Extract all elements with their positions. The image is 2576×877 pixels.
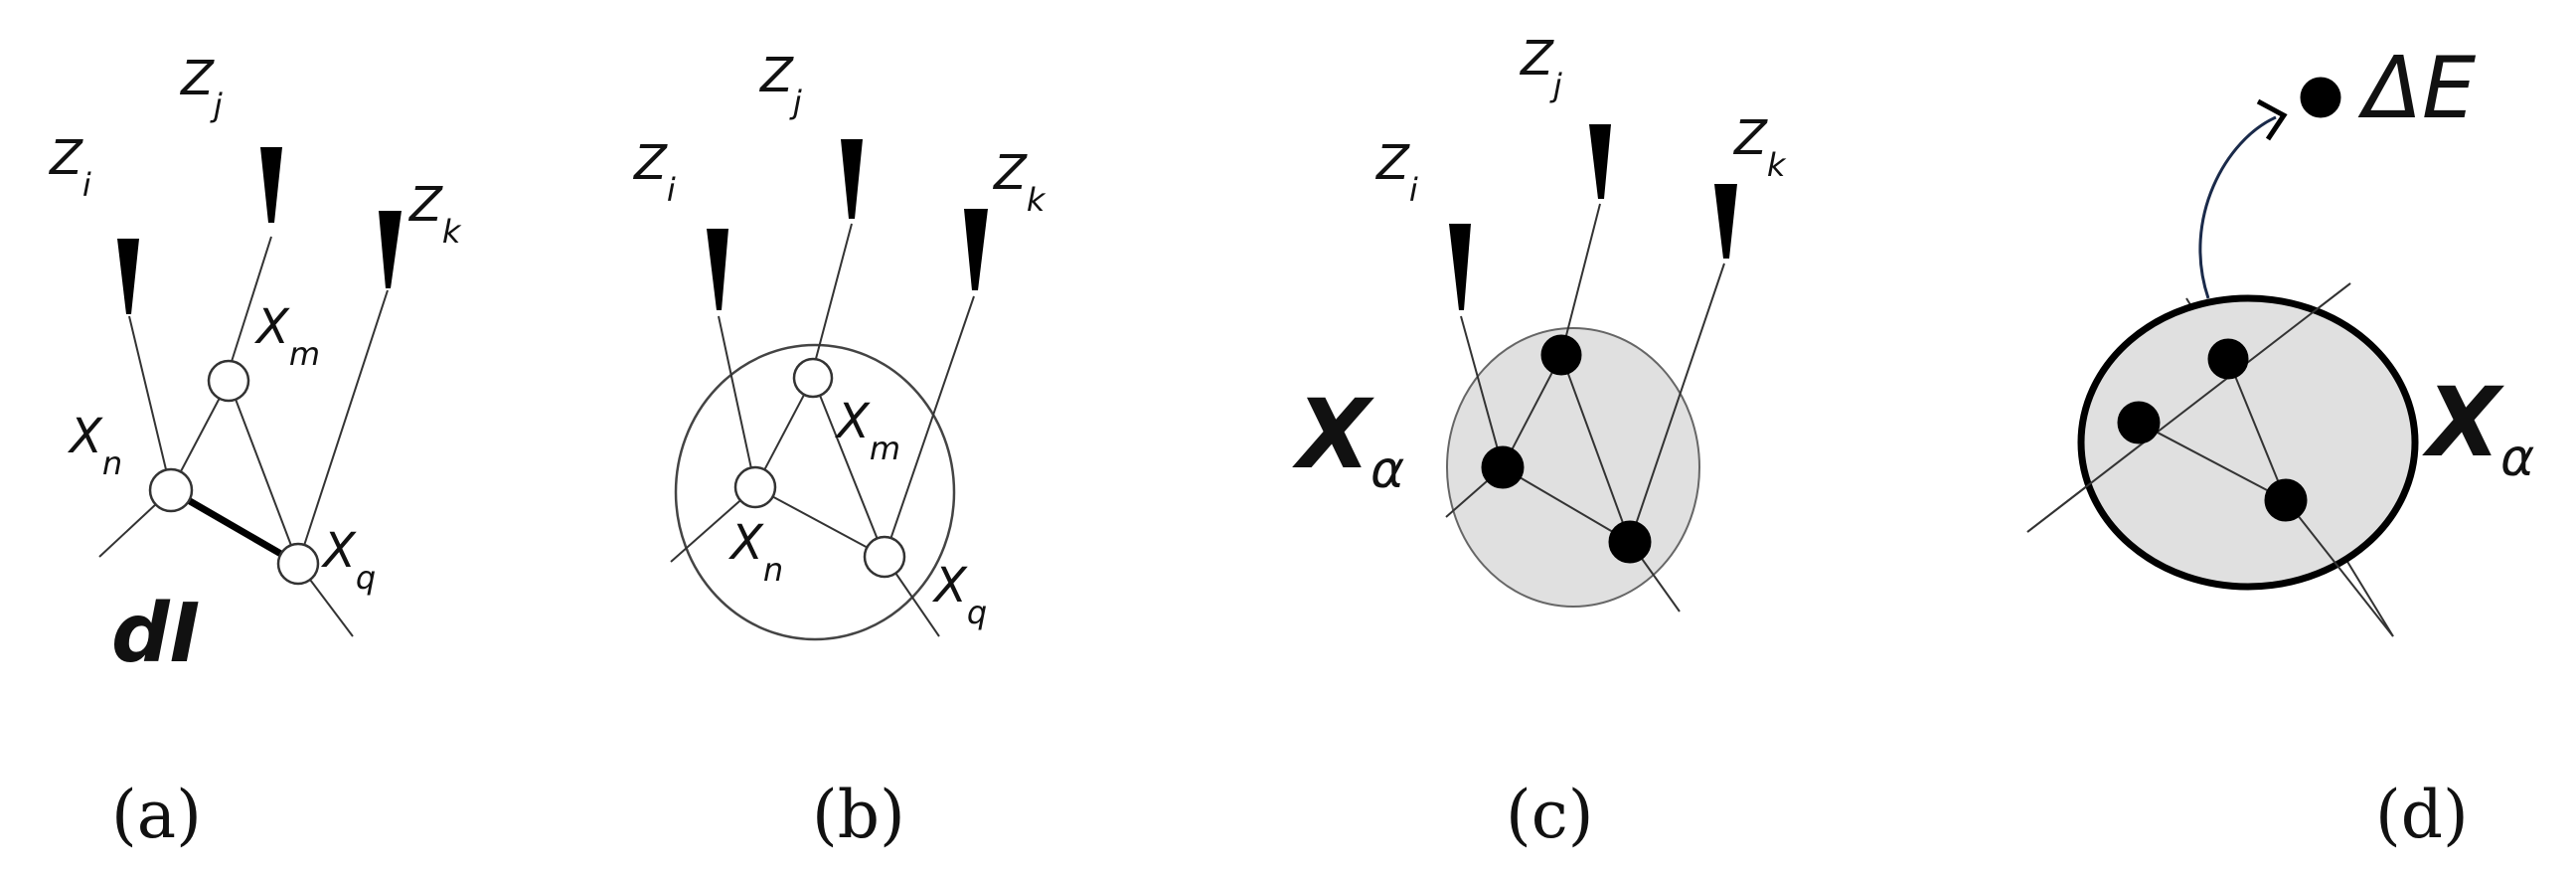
caption-b: (b) bbox=[812, 777, 905, 853]
aggregate-node bbox=[2207, 338, 2249, 380]
label-zk: Zk bbox=[1732, 110, 1787, 184]
edge-xm-xq bbox=[812, 377, 886, 558]
label-xq: Xq bbox=[931, 558, 987, 631]
internal-edge bbox=[2285, 499, 2394, 637]
input-marker-zk bbox=[379, 211, 402, 288]
aggregate-node bbox=[1540, 334, 1582, 376]
interaction-edge-xn-xq bbox=[169, 486, 300, 568]
node-xn bbox=[733, 465, 777, 509]
aggregate-label: Xα bbox=[1292, 379, 1404, 500]
label-zi: Zi bbox=[632, 135, 676, 209]
label-xm: Xm bbox=[253, 299, 320, 373]
node-xm bbox=[792, 357, 834, 399]
input-marker-zi bbox=[707, 229, 728, 310]
node-xn bbox=[148, 467, 194, 513]
emission-arrow bbox=[2198, 115, 2277, 299]
input-marker-zj bbox=[260, 147, 282, 223]
label-zi: Zi bbox=[1374, 135, 1418, 209]
edge-zj-xm bbox=[812, 223, 853, 371]
internal-edge bbox=[2026, 282, 2351, 533]
input-marker-zi bbox=[117, 239, 139, 314]
internal-edge bbox=[2227, 358, 2287, 501]
emission-label: ΔE bbox=[2357, 39, 2477, 138]
label-xm: Xm bbox=[834, 394, 900, 467]
edge-zi-xn bbox=[718, 315, 756, 488]
aggregate-region bbox=[2077, 294, 2419, 591]
caption-d: (d) bbox=[2375, 777, 2469, 853]
edge-node2-node3 bbox=[1560, 354, 1631, 543]
input-marker-zk bbox=[964, 209, 988, 290]
input-marker-zj bbox=[841, 139, 863, 219]
aggregate-node bbox=[2117, 401, 2161, 444]
aggregate-label: Xα bbox=[2422, 367, 2534, 488]
label-zk: Zk bbox=[992, 145, 1046, 219]
label-zk: Zk bbox=[407, 177, 462, 251]
caption-c: (c) bbox=[1506, 777, 1593, 853]
edge-xm-xq bbox=[228, 380, 299, 565]
edge-zk-xq bbox=[884, 295, 975, 558]
aggregate-node bbox=[1608, 520, 1652, 564]
panel-a: Zi Zj Zk Xm Xn Xq dI (a) bbox=[48, 51, 462, 853]
label-zi: Zi bbox=[48, 130, 91, 204]
edge-zi-node1 bbox=[1460, 315, 1504, 468]
node-xm bbox=[207, 359, 250, 403]
input-marker-zj bbox=[1589, 124, 1611, 199]
edge-zk-node3 bbox=[1629, 263, 1725, 543]
label-xq: Xq bbox=[320, 523, 376, 597]
node-xq bbox=[863, 535, 906, 579]
label-zj: Zj bbox=[1519, 31, 1562, 104]
emission-arrowhead-icon bbox=[2256, 98, 2288, 141]
input-marker-zi bbox=[1449, 224, 1471, 310]
emitted-node bbox=[2300, 77, 2341, 118]
label-zj: Zj bbox=[179, 51, 223, 124]
edge-zj-xm bbox=[228, 236, 272, 372]
edge-xn-xq bbox=[754, 486, 886, 558]
interaction-label-di: dI bbox=[111, 587, 200, 681]
aggregate-node bbox=[1481, 445, 1525, 489]
internal-edge bbox=[2138, 422, 2287, 501]
aggregate-node bbox=[2264, 478, 2308, 522]
edge-zj-node2 bbox=[1560, 203, 1601, 356]
cluster-outline bbox=[674, 343, 956, 641]
panel-d: ΔE Xα (d) bbox=[2026, 39, 2534, 853]
label-zj: Zj bbox=[758, 48, 802, 121]
edge-zi-xn bbox=[128, 315, 172, 491]
panel-c: Zi Zj Zk Xα (c) bbox=[1292, 31, 1787, 853]
caption-a: (a) bbox=[111, 777, 202, 853]
label-xn: Xn bbox=[727, 515, 783, 589]
panel-b: Zi Zj Zk Xm Xn Xq (b) bbox=[632, 48, 1046, 853]
edge-node1-node3 bbox=[1502, 466, 1631, 543]
node-xq bbox=[276, 542, 320, 586]
input-marker-zk bbox=[1714, 184, 1737, 259]
edge-zk-xq bbox=[297, 289, 389, 565]
label-xn: Xn bbox=[67, 409, 122, 482]
